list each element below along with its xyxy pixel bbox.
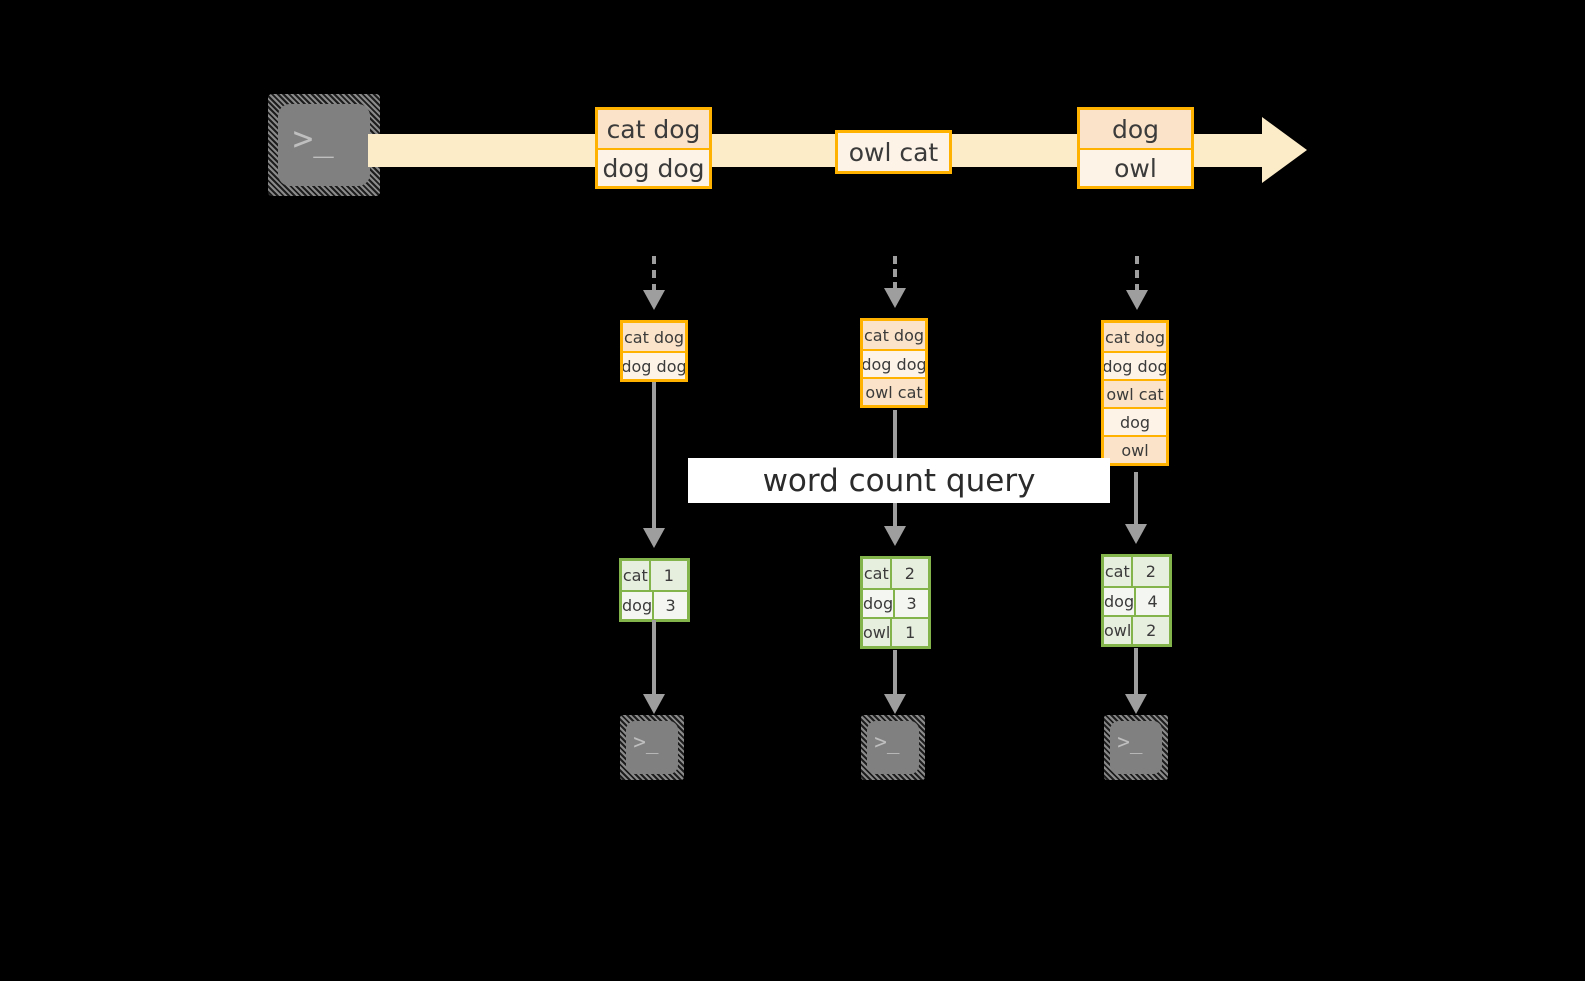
producer-terminal-icon: >_ [268, 94, 380, 196]
snapshot-3-consumer-terminal-icon: >_ [1104, 715, 1168, 780]
result-word-cell: dog [622, 592, 653, 619]
result-count-cell: 3 [893, 590, 928, 617]
result-count-cell: 2 [889, 559, 928, 588]
result-count-cell: 3 [652, 592, 687, 619]
table-row: dog 3 [622, 590, 687, 619]
table-row: cat 1 [622, 561, 687, 590]
snapshot-1-tap-line [652, 256, 656, 292]
snapshot-3-event-buffer: cat dog dog dog owl cat dog owl [1101, 320, 1169, 466]
terminal-screen: >_ [626, 721, 678, 774]
terminal-prompt-glyph: >_ [1117, 729, 1143, 754]
query-label-text: word count query [762, 462, 1036, 499]
stream-event-box-1: cat dog dog dog [595, 107, 712, 189]
table-row: cat 2 [863, 559, 928, 588]
stream-event-box-2: owl cat [835, 130, 952, 174]
result-word-cell: dog [863, 590, 894, 617]
result-count-cell: 2 [1130, 557, 1169, 586]
snapshot-1-query-line [652, 382, 656, 530]
table-row: owl 1 [863, 617, 928, 646]
terminal-screen: >_ [1110, 721, 1162, 774]
result-word-cell: cat [622, 561, 649, 590]
buffered-event-line: dog dog [863, 349, 925, 377]
buffered-event-line: owl cat [1104, 379, 1166, 407]
buffered-event-line: owl [1104, 435, 1166, 463]
table-row: dog 4 [1104, 586, 1169, 615]
snapshot-1-event-buffer: cat dog dog dog [620, 320, 688, 382]
event-stream-arrow-head [1262, 117, 1307, 183]
table-row: owl 2 [1104, 615, 1169, 644]
stream-event-box-3: dog owl [1077, 107, 1194, 189]
buffered-event-line: cat dog [863, 321, 925, 349]
snapshot-2-query-arrowhead [884, 526, 906, 546]
terminal-prompt-glyph: >_ [874, 729, 900, 754]
result-count-cell: 1 [648, 561, 687, 590]
snapshot-3-output-line [1134, 648, 1138, 696]
snapshot-2-event-buffer: cat dog dog dog owl cat [860, 318, 928, 408]
table-row: cat 2 [1104, 557, 1169, 586]
snapshot-2-consumer-terminal-icon: >_ [861, 715, 925, 780]
snapshot-2-output-line [893, 650, 897, 696]
buffered-event-line: cat dog [1104, 323, 1166, 351]
snapshot-3-query-arrowhead [1125, 524, 1147, 544]
snapshot-1-output-line [652, 620, 656, 696]
snapshot-3-result-table: cat 2 dog 4 owl 2 [1101, 554, 1172, 647]
snapshot-1-output-arrowhead [643, 694, 665, 714]
buffered-event-line: dog [1104, 407, 1166, 435]
stream-event-line: owl cat [838, 133, 949, 171]
result-word-cell: owl [1104, 617, 1132, 644]
terminal-screen: >_ [278, 104, 370, 186]
stream-event-line: dog dog [598, 148, 709, 186]
snapshot-3-tap-arrowhead [1126, 290, 1148, 310]
result-count-cell: 4 [1134, 588, 1169, 615]
terminal-prompt-glyph: >_ [633, 729, 659, 754]
snapshot-2-result-table: cat 2 dog 3 owl 1 [860, 556, 931, 649]
result-word-cell: dog [1104, 588, 1135, 615]
buffered-event-line: dog dog [623, 351, 685, 379]
terminal-screen: >_ [867, 721, 919, 774]
snapshot-1-query-arrowhead [643, 528, 665, 548]
snapshot-3-output-arrowhead [1125, 694, 1147, 714]
buffered-event-line: dog dog [1104, 351, 1166, 379]
snapshot-2-tap-arrowhead [884, 288, 906, 308]
snapshot-1-result-table: cat 1 dog 3 [619, 558, 690, 622]
table-row: dog 3 [863, 588, 928, 617]
snapshot-2-output-arrowhead [884, 694, 906, 714]
result-count-cell: 1 [890, 619, 928, 646]
buffered-event-line: owl cat [863, 377, 925, 405]
stream-event-line: dog [1080, 110, 1191, 148]
snapshot-1-tap-arrowhead [643, 290, 665, 310]
result-word-cell: cat [1104, 557, 1131, 586]
query-label: word count query [688, 458, 1110, 503]
snapshot-3-tap-line [1135, 256, 1139, 292]
stream-event-line: cat dog [598, 110, 709, 148]
terminal-prompt-glyph: >_ [292, 119, 334, 160]
snapshot-2-tap-line [893, 256, 897, 290]
result-count-cell: 2 [1131, 617, 1169, 644]
snapshot-1-consumer-terminal-icon: >_ [620, 715, 684, 780]
buffered-event-line: cat dog [623, 323, 685, 351]
result-word-cell: owl [863, 619, 891, 646]
stream-event-line: owl [1080, 148, 1191, 186]
snapshot-3-query-line [1134, 472, 1138, 526]
result-word-cell: cat [863, 559, 890, 588]
